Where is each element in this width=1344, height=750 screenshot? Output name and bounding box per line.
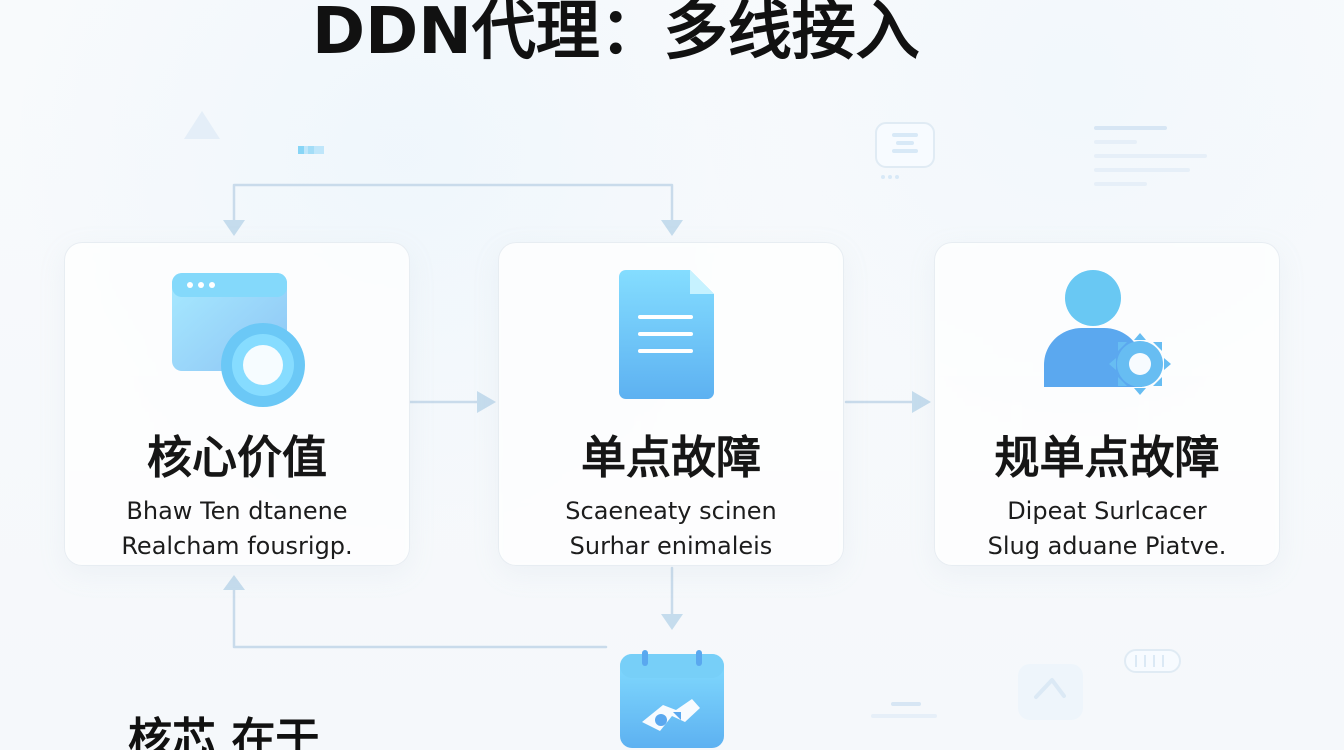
arrow-top-to-card2 — [661, 220, 683, 236]
card-description: Scaeneaty scinen Surhar enimaleis — [498, 494, 844, 564]
chat-bubble-icon — [1018, 664, 1083, 720]
card-description-line-1: Scaeneaty scinen — [565, 497, 777, 525]
card-title: 规单点故障 — [994, 431, 1220, 484]
arrow-to-bottom-node — [661, 614, 683, 630]
top-loop-connector — [232, 183, 674, 232]
card-description-line-2: Realcham fousrigp. — [121, 532, 353, 560]
user-gear-icon — [1044, 270, 1171, 395]
arrow-to-card2 — [477, 391, 496, 413]
bottom-caption: 核芯 在于 — [128, 714, 320, 750]
arrow-to-card1-bottom — [223, 575, 245, 590]
card-description-line-1: Bhaw Ten dtanene — [126, 497, 348, 525]
card-description: Dipeat Surlcacer Slug aduane Piatve. — [934, 494, 1280, 564]
card-description-line-1: Dipeat Surlcacer — [1007, 497, 1207, 525]
connectors — [223, 183, 931, 649]
calendar-bird-icon — [620, 650, 724, 748]
card-title: 单点故障 — [580, 431, 761, 484]
document-icon — [619, 270, 714, 399]
page-title: DDN代理：多线接入 — [312, 0, 920, 69]
bottom-return-connector — [232, 580, 608, 649]
card-description-line-2: Slug aduane Piatve. — [987, 532, 1227, 560]
card-description: Bhaw Ten dtanene Realcham fousrigp. — [64, 494, 410, 564]
card-rule-single-point-failure: 规单点故障 Dipeat Surlcacer Slug aduane Piatv… — [934, 242, 1280, 566]
triangle-icon — [184, 111, 220, 139]
browser-ring-icon — [172, 273, 305, 407]
card-description-line-2: Surhar enimaleis — [569, 532, 773, 560]
background-decorations — [184, 111, 1207, 720]
archive-icon — [1124, 649, 1181, 673]
card-core-value: 核心价值 Bhaw Ten dtanene Realcham fousrigp. — [64, 242, 410, 566]
card-title: 核心价值 — [146, 431, 327, 484]
arrow-to-card3 — [912, 391, 931, 413]
arrow-card1-to-top — [223, 220, 245, 236]
card-single-point-failure: 单点故障 Scaeneaty scinen Surhar enimaleis — [498, 242, 844, 566]
